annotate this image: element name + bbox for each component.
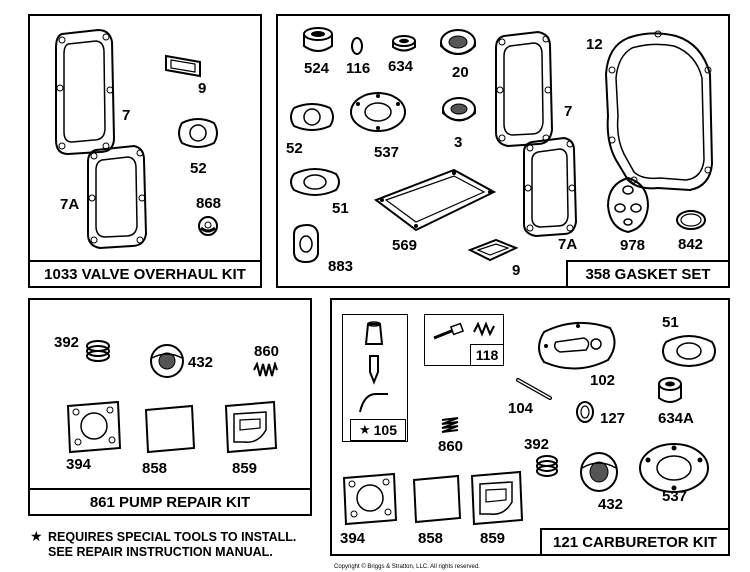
gasket-7-valve-icon [55, 28, 116, 156]
seal-127-icon [576, 401, 594, 423]
part-label-634a: 634A [658, 410, 694, 427]
gasket-569-icon [373, 168, 497, 232]
bushing-634-icon [392, 35, 416, 52]
footnote-star: ★ [30, 528, 43, 544]
special-tool-star-icon: ★ [358, 422, 371, 437]
part-label-52: 52 [190, 160, 207, 177]
part-label-537-carb: 537 [662, 488, 688, 505]
ring-116-icon [351, 37, 363, 55]
diaphragm-858-pump-icon [144, 404, 196, 454]
part-label-432-carb: 432 [598, 496, 624, 513]
inlet-needle-105-label: ★105 [350, 419, 406, 441]
gasket-394-carb-icon [342, 472, 398, 526]
gasket-978-icon [606, 176, 650, 234]
diaphragm-432-pump-icon [150, 344, 184, 378]
gasket-537-set-icon [350, 92, 406, 132]
part-label-7a: 7A [60, 196, 80, 213]
gasket-51-set-icon [290, 168, 340, 196]
part-label-51-set: 51 [332, 200, 349, 217]
part-label-116: 116 [346, 60, 371, 77]
part-label-524: 524 [304, 60, 330, 77]
part-label-9: 9 [198, 80, 207, 97]
spring-860-carb-icon [441, 417, 459, 433]
part-label-858-carb: 858 [418, 530, 444, 547]
gasket-9-valve-icon [165, 54, 201, 78]
gasket-7-set-icon [495, 30, 554, 148]
part-label-7: 7 [122, 107, 131, 124]
part-label-842: 842 [678, 236, 704, 253]
part-label-859-pump: 859 [232, 460, 258, 477]
part-label-9-set: 9 [512, 262, 521, 279]
part-label-52-set: 52 [286, 140, 303, 157]
screw-118-label: 118 [470, 344, 504, 366]
part-label-978: 978 [620, 237, 646, 254]
gasket-394-pump-icon [66, 400, 122, 454]
seal-524-icon [303, 27, 333, 52]
part-label-7-set: 7 [564, 103, 573, 120]
diaphragm-858-carb-icon [412, 474, 462, 524]
footnote-line-1: REQUIRES SPECIAL TOOLS TO INSTALL. [48, 530, 297, 544]
footnote-line-2: SEE REPAIR INSTRUCTION MANUAL. [48, 545, 273, 559]
part-label-20: 20 [452, 64, 469, 81]
spring-392-pump-icon [86, 340, 110, 362]
part-label-432-pump: 432 [188, 354, 214, 371]
part-label-860-pump: 860 [254, 343, 280, 360]
gasket-set-title: 358 GASKET SET [566, 260, 730, 288]
part-label-394-pump: 394 [66, 456, 92, 473]
part-label-883: 883 [328, 258, 354, 275]
part-label-569: 569 [392, 237, 418, 254]
gasket-7a-valve-icon [87, 144, 148, 250]
part-label-7a-set: 7A [558, 236, 578, 253]
pin-104-icon [516, 378, 552, 400]
gasket-859-carb-icon [470, 470, 524, 526]
ring-842-icon [676, 210, 706, 230]
gasket-859-pump-icon [224, 400, 278, 454]
oil-seal-3-icon [442, 97, 476, 122]
part-label-868: 868 [196, 195, 222, 212]
seal-868-icon [198, 216, 218, 236]
mixture-screw-118-icon [433, 321, 495, 340]
gasket-883-icon [293, 224, 319, 264]
valve-overhaul-kit-panel [28, 14, 262, 288]
oil-seal-20-icon [440, 29, 476, 55]
gasket-51-carb-icon [662, 335, 716, 367]
copyright-text: Copyright © Briggs & Stratton, LLC. All … [334, 564, 480, 570]
part-label-859-carb: 859 [480, 530, 506, 547]
gasket-7a-set-icon [523, 136, 578, 238]
gasket-537-carb-icon [639, 443, 709, 493]
part-label-860-carb: 860 [438, 438, 464, 455]
pump-kit-title: 861 PUMP REPAIR KIT [28, 488, 312, 516]
part-label-51-carb: 51 [662, 314, 679, 331]
part-label-3: 3 [454, 134, 463, 151]
spring-392-carb-icon [536, 455, 558, 477]
crankcase-gasket-12-icon [604, 30, 714, 192]
part-label-858-pump: 858 [142, 460, 168, 477]
part-label-12: 12 [586, 36, 603, 53]
valve-kit-title: 1033 VALVE OVERHAUL KIT [28, 260, 262, 288]
gasket-9-set-icon [467, 238, 519, 262]
carburetor-kit-title: 121 CARBURETOR KIT [540, 528, 730, 556]
inlet-needle-105-icon [359, 321, 388, 413]
part-label-537-set: 537 [374, 144, 400, 161]
part-label-392-carb: 392 [524, 436, 550, 453]
gasket-52-set-icon [290, 103, 334, 131]
part-label-104: 104 [508, 400, 534, 417]
diaphragm-432-carb-icon [580, 452, 618, 492]
gasket-102-icon [538, 321, 616, 370]
bushing-634a-icon [658, 377, 682, 403]
spring-860-pump-icon [253, 362, 278, 377]
part-label-105: 105 [373, 422, 397, 438]
part-label-634: 634 [388, 58, 414, 75]
gasket-52-valve-icon [178, 118, 218, 148]
part-label-102: 102 [590, 372, 616, 389]
part-label-394-carb: 394 [340, 530, 366, 547]
part-label-392-pump: 392 [54, 334, 80, 351]
part-label-127: 127 [600, 410, 626, 427]
